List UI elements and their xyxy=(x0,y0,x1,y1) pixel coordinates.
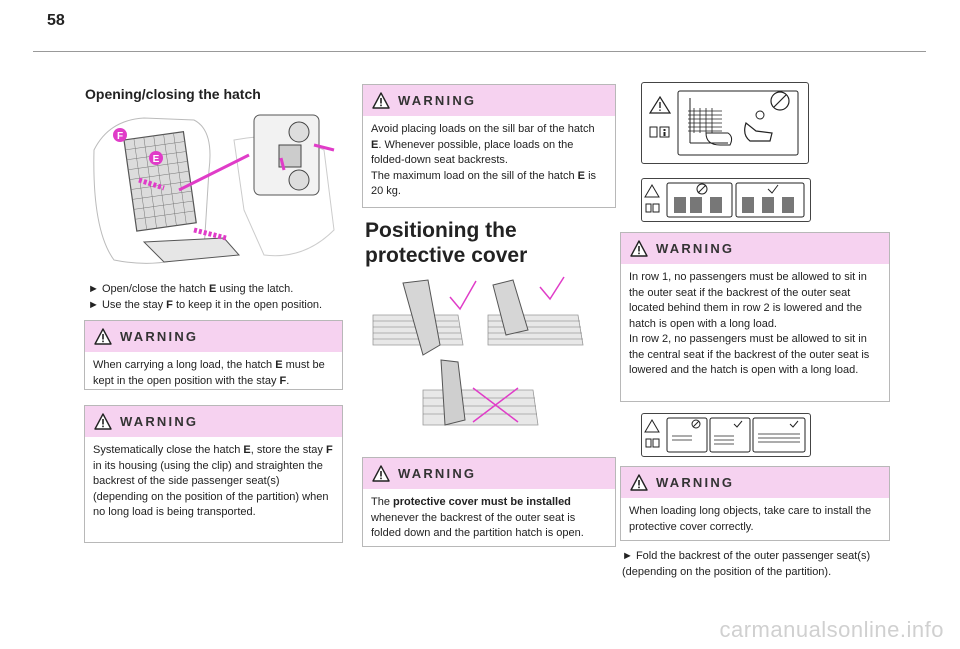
warning-title: WARNING xyxy=(120,329,199,344)
warning-box-install-cover: WARNING The protective cover must be ins… xyxy=(362,457,616,547)
warning-triangle-icon xyxy=(94,328,112,345)
header-rule xyxy=(33,51,926,52)
label-f: F xyxy=(117,131,123,142)
warning-triangle-icon xyxy=(372,465,390,482)
warning-box-sill-load: WARNING Avoid placing loads on the sill … xyxy=(362,84,616,208)
warning-header: WARNING xyxy=(621,467,889,498)
warning-text: Systematically close the hatch E, store … xyxy=(93,444,333,518)
warning-header: WARNING xyxy=(85,406,342,437)
watermark: carmanualsonline.info xyxy=(719,617,944,642)
warning-text: In row 1, no passengers must be allowed … xyxy=(629,271,870,376)
warning-title: WARNING xyxy=(656,241,735,256)
warning-header: WARNING xyxy=(363,458,615,489)
warning-header: WARNING xyxy=(85,321,342,352)
warning-text: When loading long objects, take care to … xyxy=(629,505,872,533)
warning-header: WARNING xyxy=(363,85,615,116)
warning-title: WARNING xyxy=(120,414,199,429)
warning-box-long-load: WARNING When carrying a long load, the h… xyxy=(84,320,343,390)
warning-title: WARNING xyxy=(398,466,477,481)
page-number: 58 xyxy=(47,12,65,29)
warning-header: WARNING xyxy=(621,233,889,264)
seat-warning-label-2 xyxy=(641,178,811,222)
seat-warning-label-3 xyxy=(641,413,811,457)
warning-triangle-icon xyxy=(630,240,648,257)
warning-box-row-passengers: WARNING In row 1, no passengers must be … xyxy=(620,232,890,402)
seat-warning-label-1 xyxy=(641,82,809,164)
fold-backrest-instruction: ► Fold the backrest of the outer passeng… xyxy=(622,550,871,578)
warning-box-close-hatch: WARNING Systematically close the hatch E… xyxy=(84,405,343,543)
bullet-stay: ► Use the stay F to keep it in the open … xyxy=(88,298,323,311)
warning-triangle-icon xyxy=(372,92,390,109)
warning-title: WARNING xyxy=(398,93,477,108)
section-heading-protective-cover: Positioning the protective cover xyxy=(365,219,528,267)
warning-text: When carrying a long load, the hatch E m… xyxy=(93,359,325,387)
warning-text: The protective cover must be installed w… xyxy=(371,496,584,539)
hatch-illustration: F E xyxy=(84,110,342,276)
bullet-open-close: ► Open/close the hatch E using the latch… xyxy=(88,283,294,295)
label-e: E xyxy=(153,154,160,165)
section-heading-hatch: Opening/closing the hatch xyxy=(85,86,261,102)
warning-triangle-icon xyxy=(630,474,648,491)
warning-triangle-icon xyxy=(94,413,112,430)
warning-text: Avoid placing loads on the sill bar of t… xyxy=(371,123,597,197)
protective-cover-illustration xyxy=(368,275,608,435)
hatch-instructions: ► Open/close the hatch E using the latch… xyxy=(88,282,348,313)
warning-title: WARNING xyxy=(656,475,735,490)
warning-box-long-objects: WARNING When loading long objects, take … xyxy=(620,466,890,541)
